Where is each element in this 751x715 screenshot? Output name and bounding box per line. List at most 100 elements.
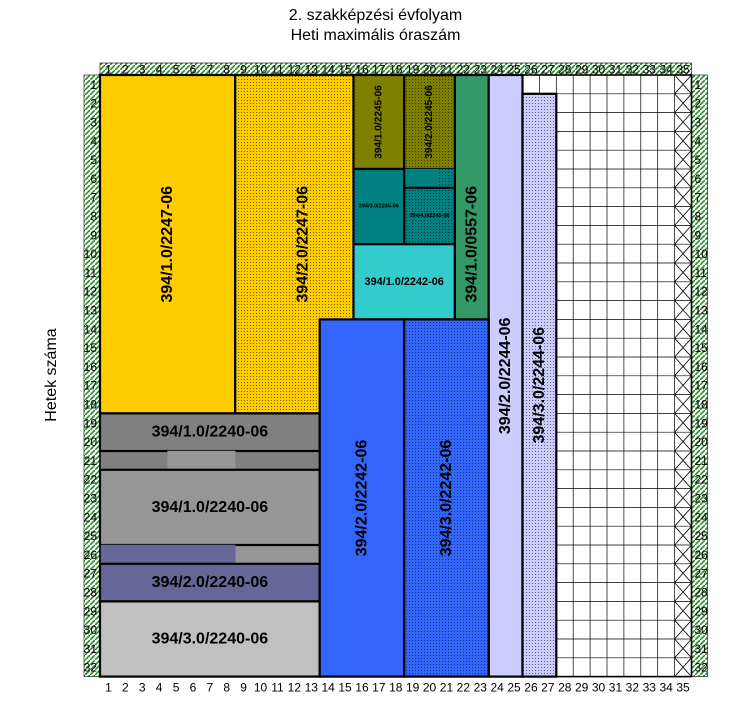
x-tick-label-bottom: 9 [240, 681, 247, 695]
x-tick-label-bottom: 17 [372, 681, 386, 695]
y-tick-label-left: 17 [84, 379, 98, 393]
x-tick-label-bottom: 27 [541, 681, 555, 695]
x-tick-label-bottom: 25 [507, 681, 521, 695]
y-tick-label-left: 2 [90, 97, 97, 111]
y-tick-label-left: 6 [90, 172, 97, 186]
y-tick-label-left: 22 [84, 473, 98, 487]
chart-frame [99, 74, 693, 678]
cross-cell-line [674, 638, 692, 659]
block-label-4: 394/3.0/2245-06 [359, 204, 399, 210]
block-cell [99, 544, 236, 565]
y-tick-label-left: 16 [84, 360, 98, 374]
y-tick-label-left: 4 [90, 134, 97, 148]
x-tick-label-top: 25 [507, 63, 521, 77]
y-tick-label-left: 18 [84, 398, 98, 412]
x-tick-label-top: 6 [190, 63, 197, 77]
y-tick-label-right: 31 [695, 642, 709, 656]
x-tick-label-bottom: 14 [321, 681, 335, 695]
y-tick-label-right: 24 [695, 510, 709, 524]
block-label-6: 394/1.0/2242-06 [365, 276, 444, 288]
y-tick-label-right: 2 [695, 97, 702, 111]
y-tick-label-right: 10 [695, 247, 709, 261]
block-label-5: 394/4.0/2245-06 [410, 213, 450, 219]
block-cell [353, 74, 405, 170]
x-tick-label-top: 29 [575, 63, 589, 77]
y-tick-label-right: 25 [695, 529, 709, 543]
block-4 [352, 167, 439, 246]
cross-cell-line [674, 243, 692, 264]
x-tick-label-bottom: 13 [305, 681, 319, 695]
x-tick-label-bottom: 2 [122, 681, 129, 695]
cross-cell-line [674, 431, 692, 452]
x-tick-label-bottom: 6 [190, 681, 197, 695]
y-tick-label-right: 8 [695, 210, 702, 224]
block-cell-pattern [522, 93, 557, 677]
block-label-13: 394/3.0/2240-06 [152, 631, 269, 648]
cross-cell-line [674, 225, 692, 245]
x-tick-label-top: 18 [389, 63, 403, 77]
x-tick-label-bottom: 18 [389, 681, 403, 695]
block-cell [319, 413, 371, 677]
block-cell [167, 450, 236, 471]
x-tick-label-bottom: 15 [338, 681, 352, 695]
cross-cell-line [674, 206, 692, 226]
cross-cell-line [674, 488, 692, 508]
x-tick-label-top: 1 [105, 63, 112, 77]
block-label-10: 394/1.0/2240-06 [152, 424, 269, 441]
block-cell [234, 544, 320, 565]
block-10 [98, 412, 321, 471]
block-cell-pattern [454, 413, 489, 677]
y-tick-label-right: 15 [695, 341, 709, 355]
block-6 [352, 243, 457, 321]
cross-cell-line [674, 168, 692, 189]
x-tick-label-top: 3 [139, 63, 146, 77]
y-tick-label-left: 28 [84, 586, 98, 600]
cross-cell-line [674, 74, 692, 95]
x-tick-label-bottom: 32 [626, 681, 640, 695]
x-tick-label-top: 7 [207, 63, 214, 77]
cross-cell-line [674, 337, 692, 358]
cross-cell-line [674, 563, 692, 583]
block-cell-pattern [404, 187, 455, 245]
y-tick-label-left: 19 [84, 416, 98, 430]
x-tick-label-bottom: 5 [173, 681, 180, 695]
x-tick-label-bottom: 16 [355, 681, 369, 695]
y-tick-label-right: 21 [695, 454, 709, 468]
x-tick-label-top: 2 [122, 63, 129, 77]
y-tick-label-right: 18 [695, 398, 709, 412]
block-label-12: 394/2.0/2240-06 [152, 574, 269, 591]
block-label-3: 394/2.0/2245-06 [424, 85, 435, 159]
y-tick-label-right: 9 [695, 228, 702, 242]
x-tick-label-top: 17 [372, 63, 386, 77]
block-label-1: 394/2.0/2247-06 [294, 186, 311, 303]
cross-cell-line [674, 525, 692, 546]
x-tick-label-bottom: 28 [558, 681, 572, 695]
y-tick-label-right: 19 [695, 416, 709, 430]
x-tick-label-top: 27 [541, 63, 555, 77]
x-tick-label-top: 15 [338, 63, 352, 77]
block-12 [98, 544, 321, 603]
y-tick-label-left: 31 [84, 642, 98, 656]
block-9 [521, 92, 558, 678]
y-tick-label-right: 3 [695, 116, 702, 130]
chart-title-line-2: Heti maximális óraszám [290, 27, 461, 44]
x-tick-label-top: 28 [558, 63, 572, 77]
block-cell-pattern [438, 169, 455, 188]
y-tick-label-left: 29 [84, 604, 98, 618]
y-tick-label-left: 25 [84, 529, 98, 543]
x-tick-label-bottom: 1 [105, 681, 112, 695]
x-tick-label-bottom: 35 [676, 681, 690, 695]
y-tick-label-right: 30 [695, 623, 709, 637]
x-tick-label-bottom: 34 [659, 681, 673, 695]
block-cell [99, 413, 320, 452]
y-tick-label-right: 5 [695, 153, 702, 167]
x-tick-label-bottom: 22 [457, 681, 471, 695]
cross-cell-line [674, 262, 692, 283]
block-15 [403, 318, 490, 678]
y-tick-label-left: 23 [84, 492, 98, 506]
x-tick-label-bottom: 19 [406, 681, 420, 695]
block-0 [98, 73, 237, 415]
x-tick-label-top: 20 [423, 63, 437, 77]
block-cell [99, 450, 168, 471]
block-label-2: 394/1.0/2245-06 [373, 85, 384, 159]
